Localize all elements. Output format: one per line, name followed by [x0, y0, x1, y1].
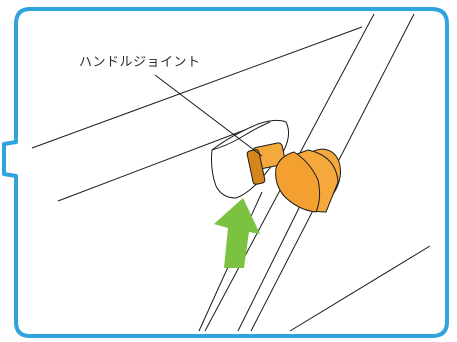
joint-stem-shade	[246, 149, 266, 185]
handle-joint	[246, 142, 342, 213]
seat-line-bottom	[289, 245, 431, 332]
joint-collar-front	[275, 151, 321, 213]
callout-label-handle-joint: ハンドルジョイント	[79, 55, 201, 70]
lower-pole-right	[237, 205, 301, 332]
arrow-body	[214, 198, 260, 268]
seat-line-lower	[57, 127, 251, 202]
callout-leader-line	[154, 74, 263, 157]
mount-bracket-edge	[211, 121, 271, 151]
arrow-up-icon	[214, 198, 260, 268]
seat-line-upper	[31, 26, 363, 149]
